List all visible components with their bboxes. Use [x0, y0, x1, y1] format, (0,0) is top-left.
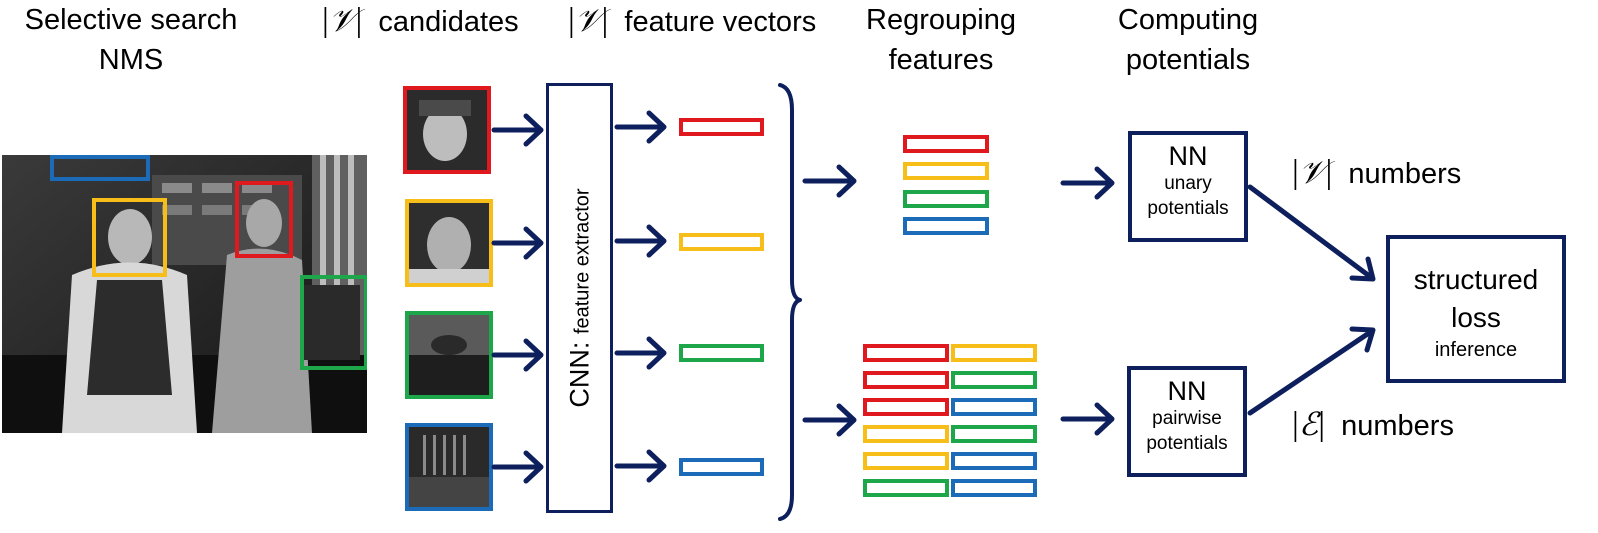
loss-sub: inference: [1434, 339, 1518, 361]
pairwise-feature-3-red: [863, 398, 949, 416]
arrow-candidate-green-to-cnn: [491, 338, 544, 372]
grouping-brace: [778, 83, 802, 521]
pairwise-feature-6-blue: [951, 479, 1037, 497]
nn-unary-box: NN unary potentials: [1128, 131, 1248, 242]
bbox-green: [300, 275, 367, 370]
header-candidates-symbol: 𝒱: [328, 2, 356, 38]
header-computing-line1: Computing: [1117, 4, 1259, 36]
pairwise-output-label: |ℰ| numbers: [1292, 406, 1454, 443]
pairwise-feature-2-red: [863, 371, 949, 389]
input-image: [2, 155, 367, 433]
pairwise-feature-5-blue: [951, 452, 1037, 470]
header-selective-search: Selective search NMS: [18, 0, 244, 80]
nn-unary-sub2: potentials: [1147, 198, 1229, 219]
nn-pairwise-sub2: potentials: [1146, 433, 1228, 454]
header-feature-vectors-symbol: 𝒱: [574, 2, 602, 38]
pairwise-feature-1-red: [863, 344, 949, 362]
pairwise-output-symbol: ℰ: [1298, 406, 1319, 442]
header-computing: Computing potentials: [1103, 0, 1273, 80]
header-regrouping-line1: Regrouping: [866, 4, 1016, 36]
feature-vector-red: [679, 118, 764, 136]
nn-unary-title: NN: [1168, 141, 1208, 171]
pairwise-feature-2-green: [951, 371, 1037, 389]
nn-pairwise-sub1: pairwise: [1152, 408, 1222, 429]
header-feature-vectors: |𝒱| feature vectors: [568, 2, 817, 39]
bbox-blue: [50, 155, 150, 181]
nn-pairwise-box: NN pairwise potentials: [1127, 366, 1247, 477]
arrow-brace-to-unary: [802, 164, 857, 198]
unary-output-symbol: 𝒱: [1298, 154, 1326, 190]
input-image-scene: [2, 155, 367, 433]
pairwise-feature-6-green: [863, 479, 949, 497]
arrow-unary-to-nn: [1060, 166, 1115, 200]
bbox-yellow: [92, 198, 167, 277]
arrow-brace-to-pairwise: [802, 403, 857, 437]
header-candidates: |𝒱| candidates: [322, 2, 519, 39]
header-feature-vectors-text: feature vectors: [624, 6, 817, 38]
arrow-candidate-blue-to-cnn: [491, 450, 544, 484]
nn-unary-sub1: unary: [1164, 173, 1212, 194]
arrow-pairwise-to-nn: [1060, 402, 1115, 436]
feature-vector-green: [679, 344, 764, 362]
arrow-pairwise-nn-to-loss: [1247, 326, 1376, 416]
unary-feature-yellow: [903, 162, 989, 180]
unary-output-label: |𝒱| numbers: [1292, 154, 1462, 191]
candidate-yellow: [405, 199, 493, 287]
header-regrouping-line2: features: [888, 44, 994, 76]
candidate-blue-image: [409, 427, 489, 507]
pairwise-feature-4-yellow: [863, 425, 949, 443]
pairwise-feature-1-yellow: [951, 344, 1037, 362]
pairwise-feature-4-green: [951, 425, 1037, 443]
pairwise-feature-3-blue: [951, 398, 1037, 416]
arrow-unary-nn-to-loss: [1247, 184, 1376, 282]
arrow-cnn-to-feature-green: [614, 336, 667, 370]
unary-output-text: numbers: [1348, 158, 1462, 190]
candidate-yellow-image: [409, 203, 489, 283]
feature-vector-yellow: [679, 233, 764, 251]
candidate-blue: [405, 423, 493, 511]
pairwise-feature-5-yellow: [863, 452, 949, 470]
cnn-feature-extractor: CNN: feature extractor: [546, 83, 613, 513]
arrow-cnn-to-feature-red: [614, 110, 667, 144]
header-selective-search-line2: NMS: [98, 44, 164, 76]
unary-feature-blue: [903, 217, 989, 235]
candidate-green-image: [409, 315, 489, 395]
header-computing-line2: potentials: [1125, 44, 1251, 76]
bbox-red: [235, 181, 293, 258]
arrow-cnn-to-feature-yellow: [614, 224, 667, 258]
arrow-candidate-red-to-cnn: [491, 113, 544, 147]
candidate-green: [405, 311, 493, 399]
feature-vector-blue: [679, 458, 764, 476]
structured-loss-box: structured loss inference: [1386, 235, 1566, 383]
loss-line1: structured: [1413, 264, 1539, 295]
pairwise-output-text: numbers: [1341, 410, 1454, 442]
unary-feature-green: [903, 190, 989, 208]
unary-feature-red: [903, 135, 989, 153]
nn-pairwise-title: NN: [1167, 376, 1207, 406]
arrow-cnn-to-feature-blue: [614, 449, 667, 483]
arrow-candidate-yellow-to-cnn: [491, 226, 544, 260]
header-regrouping: Regrouping features: [856, 0, 1026, 80]
candidate-red-image: [407, 90, 487, 170]
header-selective-search-line1: Selective search: [24, 4, 238, 36]
header-candidates-text: candidates: [378, 6, 519, 38]
candidate-red: [403, 86, 491, 174]
loss-line2: loss: [1451, 302, 1501, 333]
